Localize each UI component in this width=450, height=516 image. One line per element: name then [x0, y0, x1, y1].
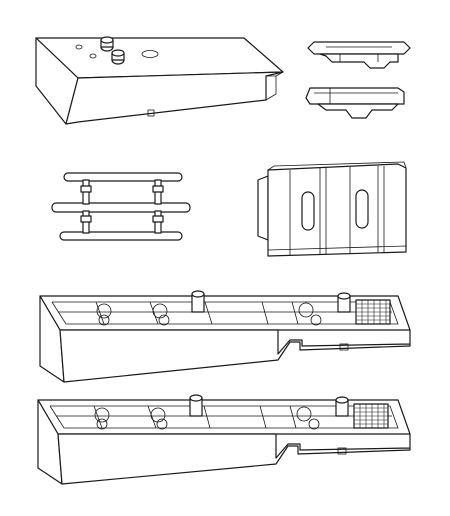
clip-lower	[305, 87, 405, 119]
pin-rail-assembly	[51, 172, 191, 241]
slotted-plate	[257, 161, 407, 257]
wedge-top-cover	[35, 36, 284, 125]
wedge-housing-lower	[37, 394, 411, 485]
clip-upper	[307, 41, 411, 69]
wedge-housing-upper	[39, 290, 411, 383]
